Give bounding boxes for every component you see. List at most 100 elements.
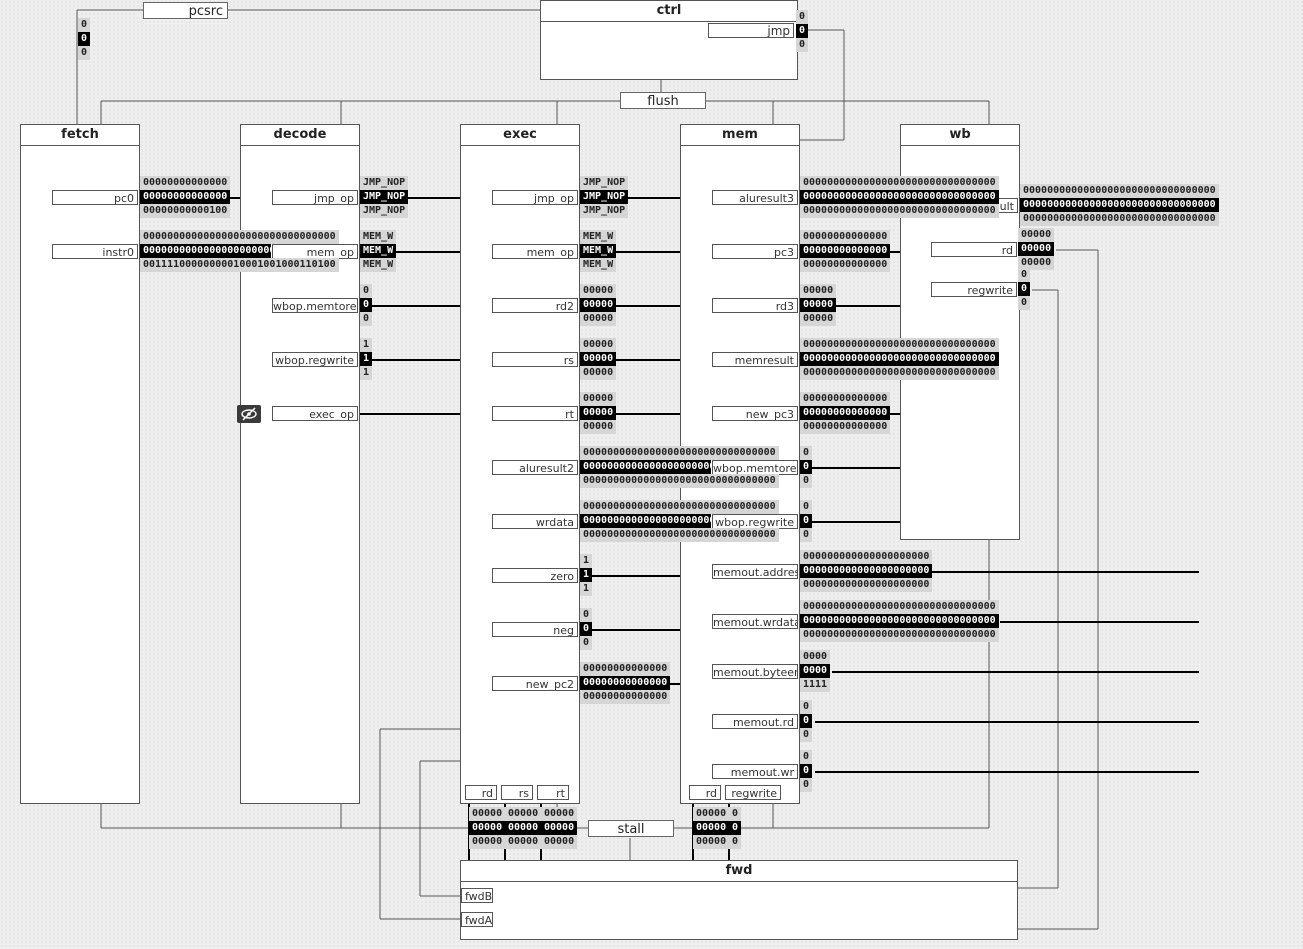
signal-current: 000000000000000000000 [800, 564, 933, 578]
signal-next: MEM_W [580, 258, 617, 272]
signal-current: 0 [729, 821, 742, 835]
module-ctrl[interactable]: ctrl [540, 0, 798, 80]
signal-current: 00000 [580, 298, 617, 312]
signal-next: 0 [800, 474, 813, 488]
port-exec-op[interactable]: exec_op [272, 406, 358, 421]
stall-label[interactable]: stall [588, 820, 674, 837]
port-memout-address[interactable]: memout.address [712, 564, 798, 579]
port-memout-wr[interactable]: memout.wr [712, 764, 798, 779]
signal-prev: 00000000000000000000000000000000 [1020, 184, 1219, 198]
signal-current: 0 [360, 298, 373, 312]
signal-current: 0 [580, 622, 593, 636]
port-wbop-regwrite[interactable]: wbop.regwrite [272, 352, 358, 367]
port-wbop-regwrite[interactable]: wbop.regwrite [712, 514, 798, 529]
signal-prev: 00000 [469, 807, 506, 821]
port-rs-in[interactable]: rs [501, 785, 533, 800]
signal-prev: 0 [360, 284, 373, 298]
signal-prev: 000000000000000000000 [800, 550, 933, 564]
port-rd-in[interactable]: rd [689, 785, 721, 800]
signal-next: JMP_NOP [360, 204, 409, 218]
port-memout-rd[interactable]: memout.rd [712, 714, 798, 729]
module-title: mem [681, 125, 799, 146]
signal-current: 00000000000000 [140, 190, 231, 204]
module-title: wb [901, 125, 1019, 146]
signal-prev: 0 [800, 700, 813, 714]
port-rd3[interactable]: rd3 [712, 298, 798, 313]
port-jmp[interactable]: jmp [708, 23, 794, 38]
signal-current: 0 [800, 514, 813, 528]
flush-label[interactable]: flush [620, 92, 706, 109]
signal-next: 0 [800, 728, 813, 742]
module-decode[interactable]: decode [240, 124, 360, 804]
signal-next: 0 [1018, 296, 1031, 310]
port-wrdata[interactable]: wrdata [492, 514, 578, 529]
module-fetch[interactable]: fetch [20, 124, 140, 804]
port-rt-in[interactable]: rt [537, 785, 569, 800]
port-rd[interactable]: rd [931, 242, 1017, 257]
port-memresult[interactable]: memresult [712, 352, 798, 367]
signal-prev: 00000000000000 [800, 230, 891, 244]
signal-next: 00000000000000000000000000000000 [580, 528, 779, 542]
signal-prev: JMP_NOP [360, 176, 409, 190]
port-wbop-memtoreg[interactable]: wbop.memtoreg [712, 460, 798, 475]
port-instr0[interactable]: instr0 [52, 244, 138, 259]
port-mem-op[interactable]: mem_op [272, 244, 358, 259]
signal-next: 1 [580, 582, 593, 596]
port-rs[interactable]: rs [492, 352, 578, 367]
port-rd2[interactable]: rd2 [492, 298, 578, 313]
signal-prev: 00000000000000000000000000000000 [140, 230, 339, 244]
signal-next: 0 [729, 835, 742, 849]
signal-current: 0 [800, 764, 813, 778]
pcsrc-label[interactable]: pcsrc [143, 2, 228, 19]
signal-current: 00000000000000000000000000000000 [800, 190, 999, 204]
signal-prev: MEM_W [360, 230, 397, 244]
port-fwdA[interactable]: fwdA [461, 912, 493, 927]
signal-current: JMP_NOP [360, 190, 409, 204]
signal-current: 00000 [580, 352, 617, 366]
port-aluresult2[interactable]: aluresult2 [492, 460, 578, 475]
port-rt[interactable]: rt [492, 406, 578, 421]
signal-current: 00000000000000 [580, 676, 671, 690]
signal-current: 00000000000000 [800, 244, 891, 258]
signal-current: 00000 [580, 406, 617, 420]
port-fwdB[interactable]: fwdB [461, 888, 493, 903]
signal-current: JMP_NOP [580, 190, 629, 204]
port-rd-in[interactable]: rd [465, 785, 497, 800]
signal-current: 00000000000000000000000000000000 [800, 352, 999, 366]
port-zero[interactable]: zero [492, 568, 578, 583]
signal-prev: 00000000000000000000000000000000 [800, 176, 999, 190]
eye-slash-icon[interactable] [237, 405, 261, 423]
port-pc0[interactable]: pc0 [52, 190, 138, 205]
signal-next: JMP_NOP [580, 204, 629, 218]
signal-prev: 0 [729, 807, 742, 821]
signal-prev: 0 [800, 500, 813, 514]
signal-next: 0 [800, 778, 813, 792]
signal-next: 00000000000000000000000000000000 [580, 474, 779, 488]
signal-current: 0000 [800, 664, 831, 678]
port-new-pc3[interactable]: new_pc3 [712, 406, 798, 421]
signal-next: 0 [78, 46, 91, 60]
port-pc3[interactable]: pc3 [712, 244, 798, 259]
port-new-pc2[interactable]: new_pc2 [492, 676, 578, 691]
signal-next: MEM_W [360, 258, 397, 272]
signal-next: 00000000000000000000000000000000 [800, 204, 999, 218]
port-wbop-memtoreg[interactable]: wbop.memtoreg [272, 298, 358, 313]
port-aluresult3[interactable]: aluresult3 [712, 190, 798, 205]
port-jmp-op[interactable]: jmp_op [272, 190, 358, 205]
signal-current: 1 [580, 568, 593, 582]
signal-prev: 0 [78, 18, 91, 32]
signal-prev: 00000000000000 [800, 392, 891, 406]
port-memout-wrdata[interactable]: memout.wrdata [712, 614, 798, 629]
signal-current: 00000 [693, 821, 730, 835]
port-regwrite-in[interactable]: regwrite [725, 785, 781, 800]
signal-prev: 00000000000000000000000000000000 [580, 500, 779, 514]
signal-prev: 0000 [800, 650, 831, 664]
port-mem-op[interactable]: mem_op [492, 244, 578, 259]
module-fwd[interactable]: fwd [460, 860, 1018, 940]
signal-next: 00000 [505, 835, 542, 849]
port-regwrite[interactable]: regwrite [931, 282, 1017, 297]
port-neg[interactable]: neg [492, 622, 578, 637]
port-memout-byteena[interactable]: memout.byteena [712, 664, 798, 679]
port-jmp-op[interactable]: jmp_op [492, 190, 578, 205]
signal-current: 00000000000000000000000000000000 [1020, 198, 1219, 212]
